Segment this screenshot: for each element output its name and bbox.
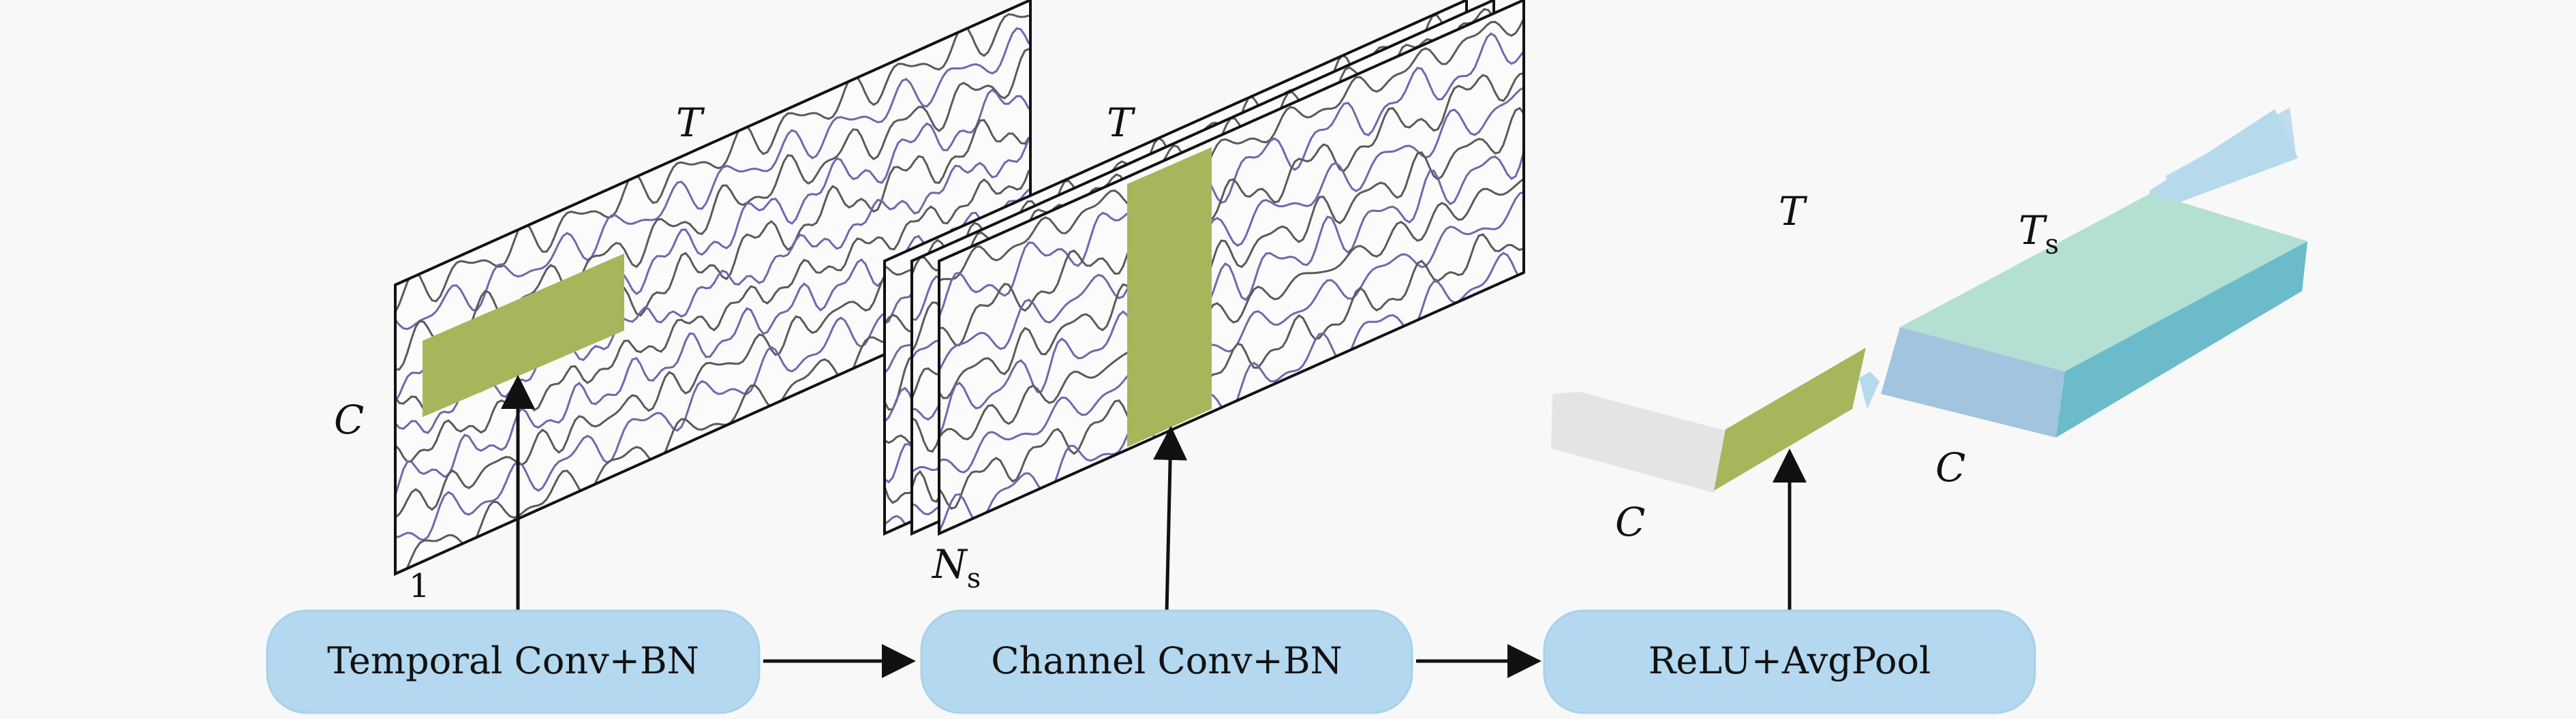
eeg-wave-line (939, 18, 1524, 281)
dimension-labels: T C 1 T Ns T Ts C C (334, 100, 2059, 605)
pooled-output (1551, 108, 2307, 493)
pooled-cuboid-front (1881, 327, 2065, 438)
kernel-arrows (501, 375, 1807, 614)
feature-map-stack (883, 0, 1525, 536)
relu-avgpool-block: ReLU+AvgPool (1543, 609, 2036, 714)
pooled-time-label: T (1779, 188, 1808, 234)
eeg-wave-line (939, 72, 1524, 346)
channel-kernel (1127, 147, 1212, 447)
eeg-wave-line (395, 13, 1030, 313)
pooled-cuboid-top (1900, 193, 2307, 371)
eeg-wave-line (939, 151, 1524, 436)
temporal-kernel (423, 254, 624, 417)
feature-map-front-border (938, 0, 1525, 536)
pooled-ts-label: Ts (2019, 207, 2059, 260)
input-time-label: T (676, 100, 705, 146)
eeg-wave-line (939, 87, 1524, 371)
faded-blue-tip (2166, 108, 2297, 204)
pooled-channel-label-left: C (1615, 499, 1645, 545)
input-panel-face (395, 0, 1030, 574)
channel-conv-box (920, 609, 1413, 714)
eeg-wave-line (395, 27, 1030, 331)
input-channel-label: C (334, 397, 364, 443)
faded-blue-segment-left (1859, 371, 1880, 409)
relu-pool-kernel (1714, 348, 1866, 491)
pooled-channel-label-right: C (1935, 444, 1965, 491)
eeg-wave-line (939, 233, 1524, 510)
feature-time-label: T (1107, 100, 1136, 146)
faded-gray-segment (1551, 392, 1726, 493)
pooled-cuboid-side (2056, 241, 2307, 438)
channel-conv-block: Channel Conv+BN (920, 609, 1413, 714)
temporal-conv-box (266, 609, 761, 714)
input-kernel-size-label: 1 (409, 567, 430, 605)
relu-avgpool-box (1543, 609, 2036, 714)
eeg-wave-line (939, 106, 1524, 399)
eeg-wave-line (939, 178, 1524, 441)
temporal-conv-label: Temporal Conv+BN (327, 639, 699, 682)
temporal-conv-block: Temporal Conv+BN (266, 609, 761, 714)
channel-arrow (1153, 426, 1188, 614)
relu-avgpool-label: ReLU+AvgPool (1649, 639, 1931, 682)
eeg-wave-line (939, 32, 1524, 318)
feature-map-front-waves (939, 18, 1524, 532)
channel-conv-label: Channel Conv+BN (991, 639, 1343, 682)
num-spatial-filters-label: Ns (931, 541, 981, 594)
